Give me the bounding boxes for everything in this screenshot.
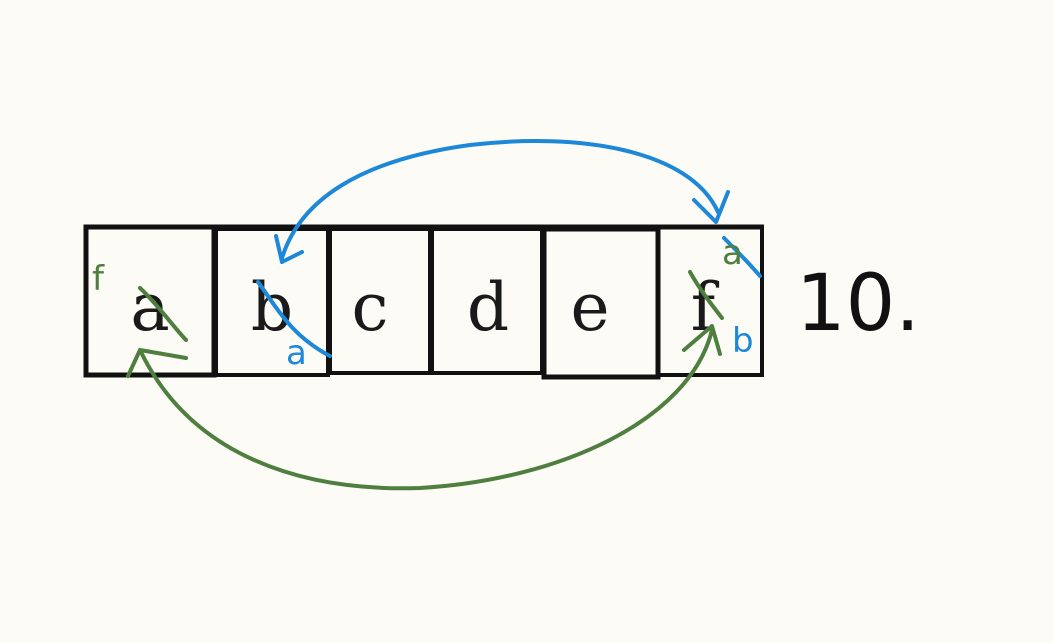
- green-arrowhead-left: [126, 348, 188, 378]
- blue-arrowhead-right: [692, 190, 730, 224]
- blue-cross-on-b: [256, 280, 332, 358]
- array-letters: a b c d e f: [130, 269, 719, 346]
- green-cross-on-f: [688, 270, 724, 320]
- blue-swap-arrow: [256, 139, 762, 358]
- array-cells: [83, 224, 764, 380]
- green-swap-arrow: [126, 270, 724, 491]
- blue-mark-on-f-bottom: b: [732, 321, 754, 361]
- cell-letter-4: e: [570, 269, 609, 346]
- blue-mark-on-f-top: a: [722, 233, 743, 273]
- green-mark-on-a: f: [92, 259, 105, 299]
- cell-letter-3: d: [467, 269, 509, 346]
- green-arrowhead-right: [682, 324, 722, 356]
- blue-arc: [280, 139, 720, 260]
- blue-arrowhead-left: [274, 234, 304, 264]
- count-note: 10.: [796, 259, 920, 349]
- cell-letter-2: c: [352, 269, 389, 346]
- green-cross-on-a: [138, 286, 188, 342]
- green-arc: [138, 328, 714, 491]
- blue-cross-on-f: [722, 236, 762, 278]
- blue-mark-on-b: a: [286, 333, 307, 373]
- cell-letter-0: a: [130, 269, 169, 346]
